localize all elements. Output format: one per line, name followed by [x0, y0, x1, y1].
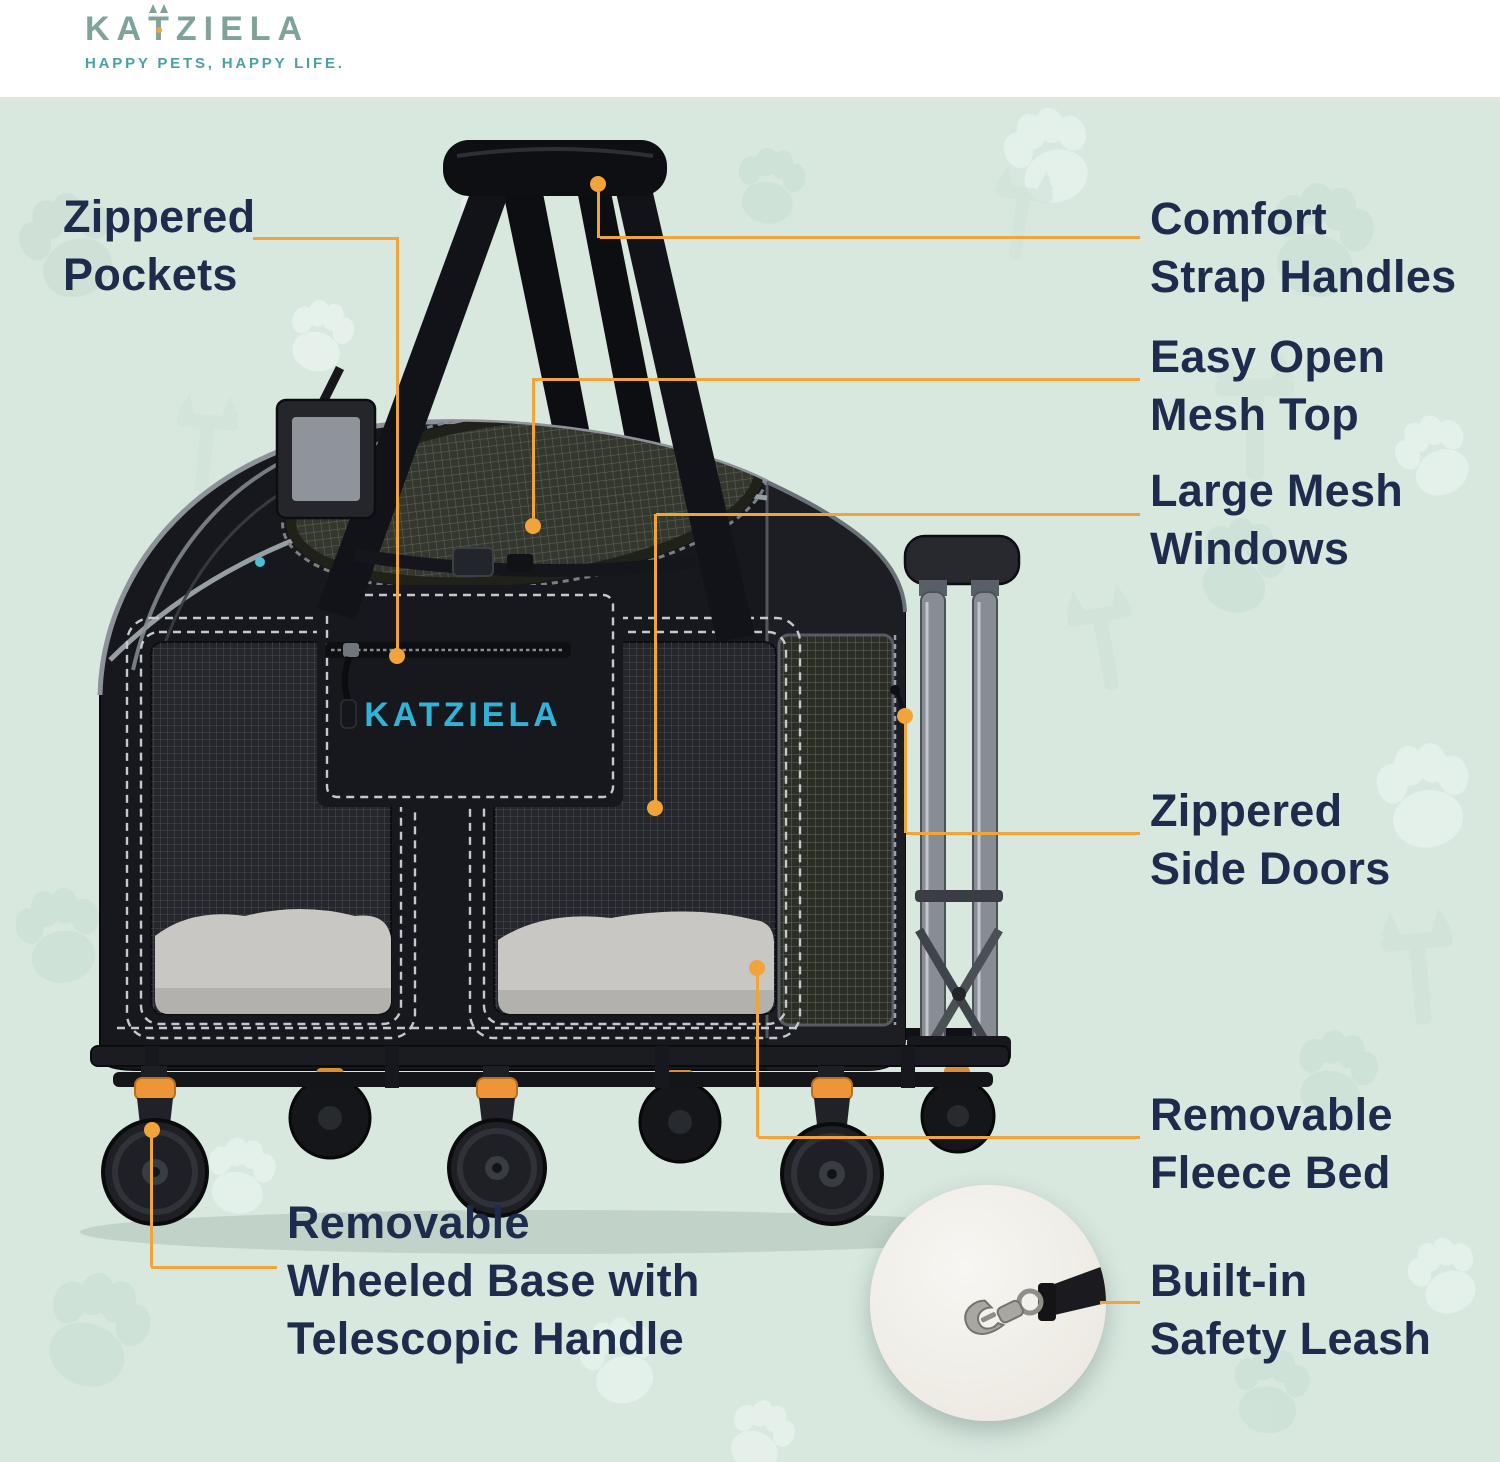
callout-line	[654, 514, 657, 801]
callout-line	[600, 236, 1140, 239]
rear-straps	[503, 188, 667, 480]
safety-leash-inset-photo	[870, 1185, 1106, 1421]
callout-line	[534, 378, 1140, 381]
pet-carrier-illustration: KATZIELA	[80, 140, 1030, 1254]
wheeled-base	[90, 1045, 1010, 1226]
callout-label-easy-open-mesh-top: Easy Open Mesh Top	[1150, 331, 1386, 440]
logo-text-ka: KA	[85, 10, 149, 48]
callout-label-comfort-strap-handles: Comfort Strap Handles	[1150, 193, 1457, 302]
callout-label-built-in-safety-leash: Built-in Safety Leash	[1150, 1255, 1432, 1364]
callout-dot	[144, 1122, 160, 1138]
cat-nose-icon	[156, 27, 163, 33]
main-area: KATZIELA	[0, 97, 1500, 1462]
front-caster-left	[101, 1066, 209, 1226]
callout-label-zippered-side-doors: Zippered Side Doors	[1150, 785, 1391, 894]
front-zippered-pocket: KATZIELA	[317, 585, 623, 807]
brand-logo: KA T ZIELA HAPPY PETS, HAPPY LIFE.	[85, 4, 345, 72]
callout-line	[532, 378, 535, 518]
front-caster-middle	[447, 1066, 547, 1218]
zipper-slider	[343, 643, 359, 657]
cat-ear-left-icon	[149, 4, 158, 13]
strap-buckle	[452, 547, 494, 577]
ground-shadow	[80, 1210, 1030, 1254]
callout-label-large-mesh-windows: Large Mesh Windows	[1150, 465, 1404, 574]
callout-dot	[590, 176, 606, 192]
callout-line	[597, 192, 600, 238]
callout-line	[758, 1136, 1140, 1139]
callout-dot	[389, 648, 405, 664]
comfort-handle	[443, 140, 667, 196]
header: KA T ZIELA HAPPY PETS, HAPPY LIFE.	[0, 0, 1500, 97]
side-door-panel	[777, 633, 905, 1027]
callout-line	[756, 975, 759, 1137]
callout-label-removable-fleece-bed: Removable Fleece Bed	[1150, 1089, 1393, 1198]
leash-clip-illustration	[964, 1265, 1106, 1335]
callout-line	[906, 832, 1140, 835]
fleece-beds	[155, 909, 774, 1014]
cat-ear-right-icon	[160, 4, 169, 13]
callout-dot	[525, 518, 541, 534]
callout-line	[1100, 1301, 1140, 1304]
callout-dot	[897, 708, 913, 724]
luggage-tag	[275, 365, 377, 520]
callout-label-removable-wheeled-base: Removable Wheeled Base with Telescopic H…	[287, 1197, 700, 1364]
callout-line	[656, 513, 1140, 516]
zipper-pull	[340, 699, 357, 729]
callout-line	[396, 237, 399, 649]
front-caster-right	[780, 1066, 884, 1226]
logo-cat-t: T	[148, 4, 176, 46]
carrier-front-logo: KATZIELA	[364, 696, 562, 734]
callout-line	[253, 237, 398, 240]
brand-tagline: HAPPY PETS, HAPPY LIFE.	[85, 55, 345, 72]
callout-line	[150, 1137, 153, 1267]
callout-dot	[647, 800, 663, 816]
callout-line	[904, 723, 907, 833]
logo-text-ziela: ZIELA	[175, 10, 310, 48]
callout-line	[151, 1266, 277, 1269]
brand-logo-word: KA T ZIELA	[85, 4, 345, 48]
telescopic-handle	[903, 534, 1021, 1062]
callout-dot	[749, 960, 765, 976]
callout-label-zippered-pockets: Zippered Pockets	[63, 191, 256, 300]
